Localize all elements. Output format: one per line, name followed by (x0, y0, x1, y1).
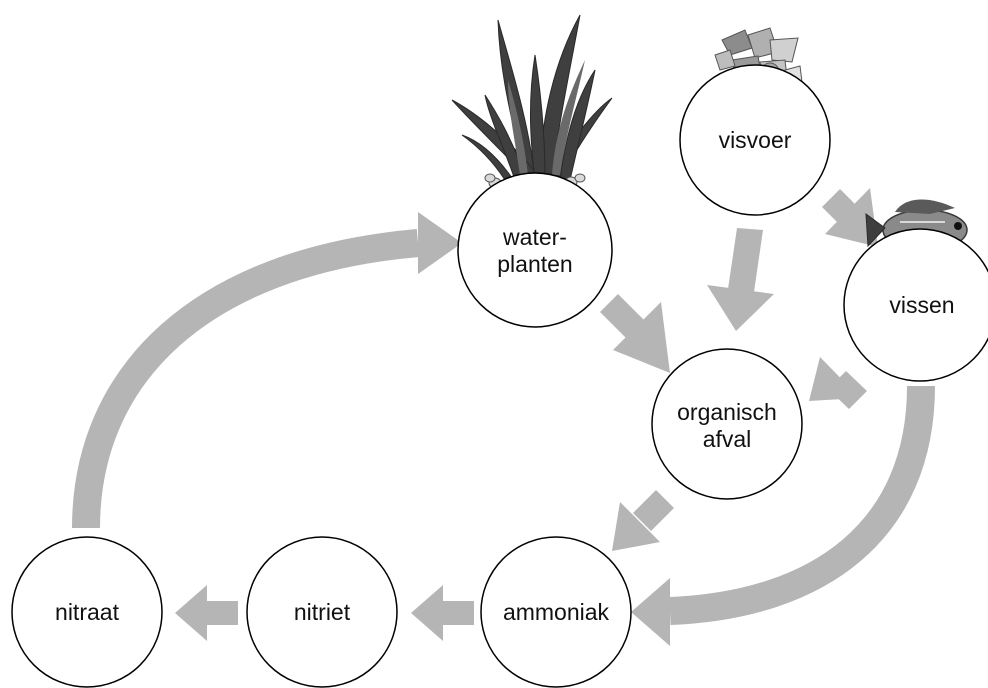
arrow-head (631, 578, 670, 646)
node-label-waterplanten-line2: planten (497, 251, 572, 277)
arrow-head (175, 585, 207, 641)
node-vissen: vissen (844, 229, 988, 381)
arrow-head (707, 285, 774, 331)
aquatic-plant-picture (452, 15, 612, 193)
node-ammoniak: ammoniak (481, 537, 631, 687)
arrow-shaft (442, 601, 474, 625)
node-waterplanten: water- planten (458, 173, 612, 327)
node-visvoer: visvoer (680, 65, 830, 215)
node-label-organisch-afval-line1: organisch (677, 399, 777, 425)
arrow-waterplanten-to-organisch-afval (600, 294, 670, 373)
node-label-vissen: vissen (889, 292, 954, 318)
arrow-head (418, 212, 462, 274)
node-label-visvoer: visvoer (719, 127, 792, 153)
node-label-ammoniak: ammoniak (503, 599, 610, 625)
arrow-nitriet-to-nitraat (175, 585, 238, 641)
node-organisch-afval: organisch afval (652, 349, 802, 499)
arrow-ammoniak-to-nitriet (411, 585, 474, 641)
node-nitriet: nitriet (247, 537, 397, 687)
node-label-waterplanten-line1: water- (502, 224, 567, 250)
arrow-head (411, 585, 443, 641)
node-label-nitriet: nitriet (294, 599, 351, 625)
node-circle (458, 173, 612, 327)
node-nitraat: nitraat (12, 537, 162, 687)
node-label-nitraat: nitraat (55, 599, 120, 625)
arrow-organisch-afval-to-ammoniak (612, 490, 674, 551)
node-label-organisch-afval-line2: afval (703, 426, 752, 452)
arrow-vissen-to-organisch-afval (809, 357, 867, 409)
arrow-shaft (86, 243, 418, 528)
arrow-visvoer-to-organisch-afval (707, 228, 774, 331)
arrow-shaft (206, 601, 238, 625)
arrow-nitraat-to-waterplanten (86, 212, 462, 528)
arrow-shaft (728, 228, 763, 292)
